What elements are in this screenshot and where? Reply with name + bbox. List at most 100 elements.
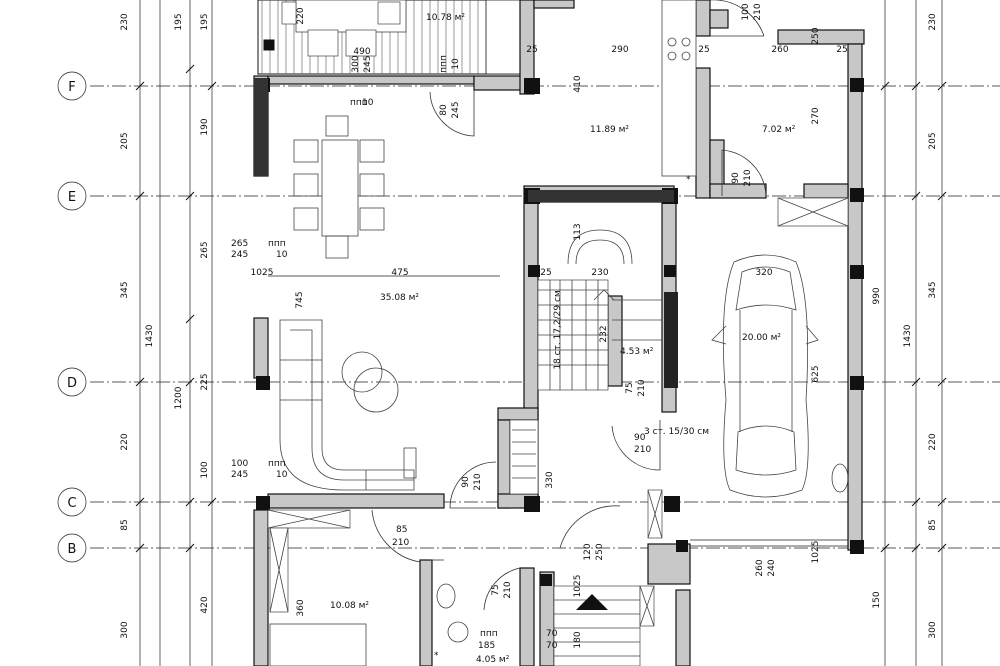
axis-label-b: B (68, 542, 77, 557)
wall-entry-left (539, 571, 555, 666)
kitchen: 11.89 м² 290 25 25 410 * (526, 0, 710, 185)
axis-label-d: D (67, 376, 77, 391)
column (850, 78, 864, 92)
dim-text: 190 (200, 118, 210, 135)
dim-text: 245 (231, 250, 248, 260)
entry-stair: 180 1025 (553, 489, 663, 666)
dim-text: 100 (231, 459, 248, 469)
dim-text: 150 (872, 591, 882, 608)
wall-stair-inner (607, 295, 623, 387)
dim-text: 300 (351, 55, 361, 72)
entry-arrow-icon (576, 594, 608, 610)
axis-label-f: F (68, 80, 75, 95)
dim-text: 745 (295, 291, 305, 308)
dim-text: 85 (120, 519, 130, 530)
dim-text: 25 (540, 268, 551, 278)
dim-text: 260 (755, 559, 765, 576)
dim-text: 270 (811, 107, 821, 124)
dim-text: 230 (120, 13, 130, 30)
axis-markers: F E D C B (57, 71, 87, 563)
dim-text: 290 (611, 45, 628, 55)
column (524, 496, 540, 512)
dim-text: 1200 (174, 386, 184, 409)
dim-text: 210 (637, 379, 647, 396)
dim-text: 10 (276, 470, 288, 480)
dim-text: 475 (391, 268, 408, 278)
dim-text: 1430 (145, 324, 155, 347)
dim-text: 75 (625, 382, 635, 393)
axis-bubble-b (57, 533, 87, 563)
dim-text: 85 (928, 519, 938, 530)
dim-text: 85 (396, 525, 407, 535)
dim-text: 320 (755, 268, 772, 278)
dim-text: 220 (120, 433, 130, 450)
wall-closet-top (497, 407, 539, 421)
axis-bubble-c (57, 487, 87, 517)
dim-text: 245 (451, 101, 461, 118)
column (664, 496, 680, 512)
dim-text: 245 (363, 55, 373, 72)
stair-note-main: 18 ст. 17,2/29 см (553, 290, 563, 369)
dim-text: 1025 (573, 575, 583, 598)
dim-text: 250 (811, 27, 821, 44)
dim-text: 210 (392, 538, 409, 548)
column (524, 78, 540, 94)
wall-terrace-stub (473, 75, 525, 91)
dim-text: 230 (591, 268, 608, 278)
dim-text: 345 (120, 281, 130, 298)
dim-text: 10 (451, 58, 461, 70)
dim-text: 990 (872, 287, 882, 304)
dim-text: 90 (634, 433, 646, 443)
room-area-utility: 7.02 м² (762, 125, 796, 135)
column (850, 540, 864, 554)
dim-text: 220 (928, 433, 938, 450)
dim-text: 410 (573, 75, 583, 92)
dim-text: 260 (771, 45, 788, 55)
column (540, 574, 552, 586)
column (850, 376, 864, 390)
stair-note-small: 3 ст. 15/30 см (644, 427, 709, 437)
dim-text: 210 (753, 3, 763, 20)
wall-living-bottom (267, 493, 445, 509)
wall-util-top (777, 29, 865, 45)
dim-text: ппп (350, 98, 368, 108)
wall-bath-left (419, 559, 433, 666)
dim-text: 25 (526, 45, 537, 55)
right-dimensions: 230 205 345 1430 220 85 300 990 150 (872, 13, 938, 638)
main-stair: 18 ст. 17,2/29 см 25 230 25 113 232 4.53… (537, 223, 676, 391)
dim-text: 195 (174, 13, 184, 30)
dim-text: 240 (767, 559, 777, 576)
dim-text: 210 (503, 581, 513, 598)
dim-text: 245 (231, 470, 248, 480)
dim-text: 300 (120, 621, 130, 638)
dim-text: 232 (599, 325, 609, 342)
living-room: 35.08 м² 475 1025 745 (251, 268, 500, 491)
dim-text: 100 (741, 3, 751, 20)
closet: 330 (509, 419, 555, 495)
axis-bubble-d (57, 367, 87, 397)
wall-solid-segment (254, 78, 268, 176)
room-area-bedroom: 10.08 м² (330, 601, 369, 611)
dim-text: 490 (353, 47, 370, 57)
axis-bubble-e (57, 181, 87, 211)
doors (371, 0, 767, 611)
dim-text: 180 (573, 631, 583, 648)
wall-bath-right (519, 567, 535, 666)
dim-text: 345 (928, 281, 938, 298)
column (850, 188, 864, 202)
left-dimensions: 230 205 345 1430 220 85 300 195 195 190 … (120, 13, 210, 638)
dim-text: 195 (200, 13, 210, 30)
star-mark: * (434, 651, 439, 661)
column (256, 376, 270, 390)
dim-text: 100 (200, 461, 210, 478)
dimension-lines (135, 0, 947, 666)
dim-text: 250 (595, 543, 605, 560)
dim-text: 90 (731, 172, 741, 184)
dim-text: 300 (928, 621, 938, 638)
dim-text: 120 (583, 543, 593, 560)
room-area-garage: 20.00 м² (742, 333, 781, 343)
wall-solid-segment (664, 292, 678, 388)
room-area-bathroom: 4.05 м² (476, 655, 510, 665)
wall-left-mid (253, 317, 269, 379)
